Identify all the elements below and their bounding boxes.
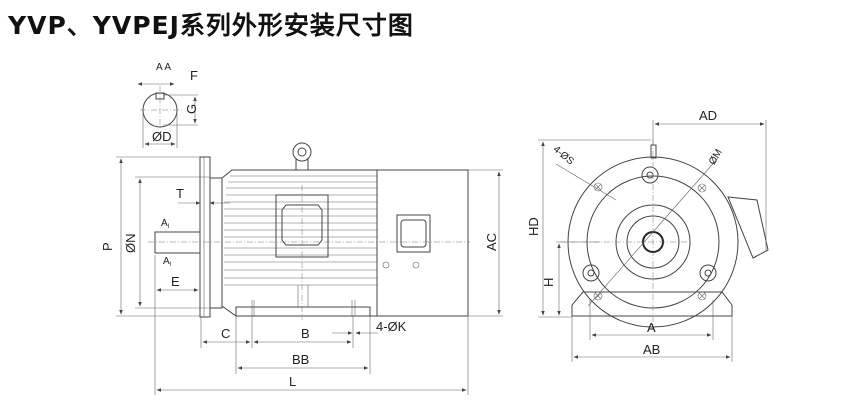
drawing-title: YVP、YVPEJ系列外形安装尺寸图 — [8, 11, 414, 40]
flange-neck — [209, 177, 223, 309]
label-a1-bottom: AI — [163, 256, 172, 268]
side-view: A A F G ØD — [100, 62, 503, 395]
motor-body — [221, 169, 378, 317]
fan-cover — [376, 169, 469, 317]
label-d: ØD — [152, 129, 172, 144]
rear-box — [382, 214, 431, 269]
label-t: T — [176, 186, 184, 201]
label-b: B — [301, 326, 310, 341]
label-ac: AC — [484, 233, 499, 251]
label-n: ØN — [123, 234, 138, 254]
label-ad: AD — [699, 108, 717, 123]
top-stud — [650, 144, 657, 159]
label-a1-top: AI — [161, 218, 170, 230]
label-c: C — [221, 326, 230, 341]
label-p: P — [100, 242, 115, 251]
flange — [199, 156, 211, 318]
label-m: ØM — [707, 147, 725, 166]
label-h: H — [541, 278, 556, 287]
shaft-section: A A F G ØD — [137, 62, 199, 148]
label-a: A — [647, 320, 656, 335]
flange-holes — [593, 182, 707, 301]
label-4s: 4-ØS — [551, 144, 576, 168]
shaft — [154, 231, 201, 254]
motor-feet — [571, 291, 733, 317]
bolt-bosses — [582, 166, 717, 282]
label-g: G — [184, 104, 199, 114]
label-bb: BB — [292, 352, 309, 367]
lifting-eye — [292, 142, 312, 170]
label-l: L — [289, 374, 296, 389]
label-e: E — [171, 274, 180, 289]
label-f: F — [190, 68, 198, 83]
terminal-box-side — [727, 196, 769, 259]
end-view: AD ØM 4-ØS HD H A AB — [526, 108, 769, 362]
terminal-box — [275, 185, 329, 320]
label-hd: HD — [526, 217, 541, 236]
label-ab: AB — [643, 342, 660, 357]
label-aa: A A — [156, 62, 171, 73]
label-4k: 4-ØK — [376, 319, 407, 334]
